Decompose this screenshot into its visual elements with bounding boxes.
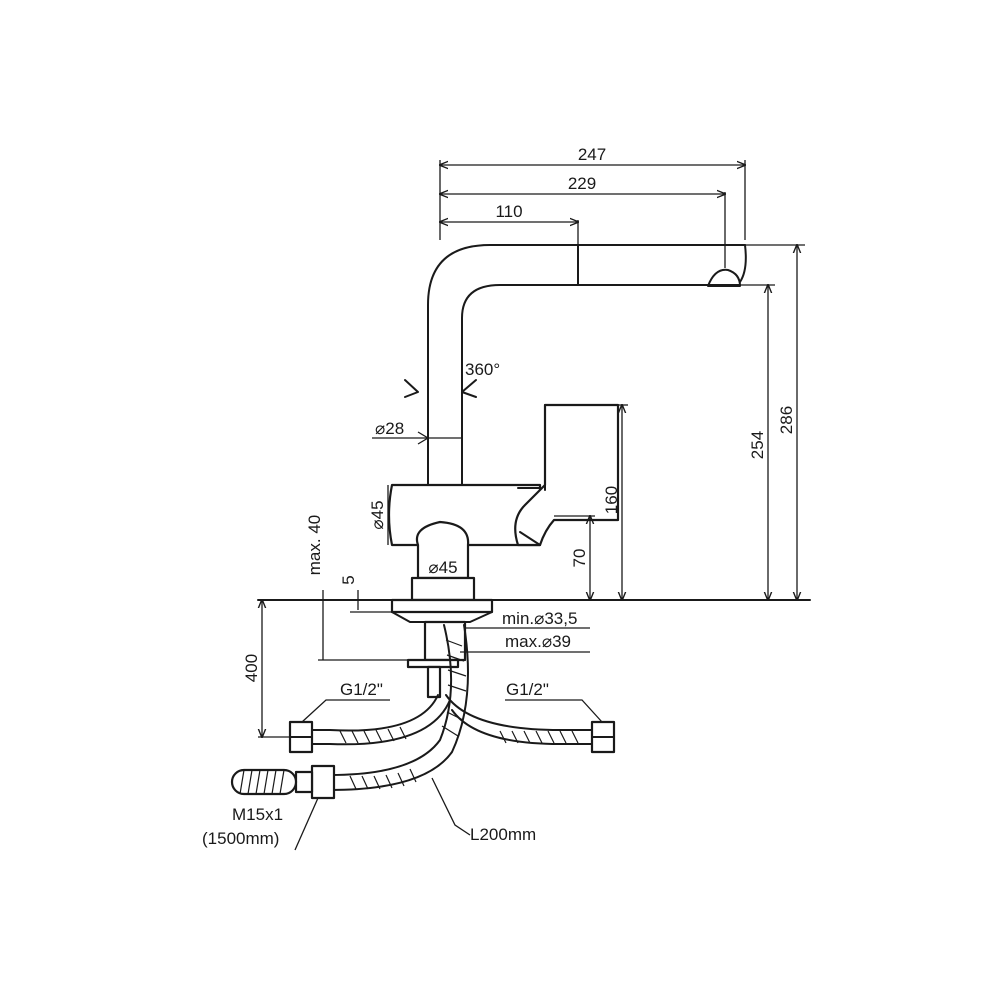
- label-254: 254: [748, 431, 767, 459]
- shower-hose-coil: [230, 768, 298, 796]
- left-hose-a: [311, 694, 439, 732]
- shower-hose-b: [329, 624, 469, 791]
- braid-hatching: [339, 639, 579, 790]
- label-160: 160: [602, 486, 621, 514]
- rotation-arrow-left: [404, 379, 419, 398]
- dimension-lines: [258, 160, 805, 851]
- shower-hose-a: [329, 624, 453, 776]
- label-l200mm: L200mm: [470, 825, 536, 844]
- label-45-body: ⌀45: [368, 500, 387, 529]
- right-hose-a: [445, 694, 593, 731]
- label-m15x1: M15x1: [232, 805, 283, 824]
- label-286: 286: [777, 406, 796, 434]
- shower-connector: [294, 770, 314, 794]
- g12-left-leader: [301, 699, 390, 723]
- l200-leader: [431, 777, 471, 836]
- faucet-outline: [257, 244, 811, 699]
- label-1500mm: (1500mm): [202, 829, 279, 848]
- label-70: 70: [570, 549, 589, 568]
- rotation-arrow-right: [461, 379, 477, 398]
- aerator: [707, 268, 741, 287]
- label-g12-right: G1/2": [506, 680, 549, 699]
- hoses: [230, 624, 616, 800]
- spout-left-edge: [427, 244, 746, 486]
- label-247: 247: [578, 145, 606, 164]
- label-400: 400: [242, 654, 261, 682]
- right-hose-b: [451, 709, 593, 745]
- label-g12-left: G1/2": [340, 680, 383, 699]
- label-max40: max. 40: [305, 515, 324, 575]
- spout-tip: [739, 244, 747, 283]
- base-flange: [390, 598, 494, 614]
- m15-leader: [294, 797, 319, 851]
- label-max-hole: max.⌀39: [505, 632, 571, 651]
- lever-handle: [514, 403, 620, 547]
- label-360: 360°: [465, 360, 500, 379]
- g12-right-leader: [505, 699, 603, 723]
- connection-labels: G1/2" G1/2" M15x1 (1500mm) L200mm: [202, 680, 549, 848]
- label-min-hole: min.⌀33,5: [502, 609, 577, 628]
- base-ring: [410, 576, 476, 602]
- dimension-labels: 247 229 110 286 254 160 70 360° ⌀28 ⌀45 …: [242, 145, 796, 682]
- label-110: 110: [495, 202, 522, 221]
- shower-nut: [310, 764, 336, 800]
- label-28: ⌀28: [375, 419, 404, 438]
- label-229: 229: [568, 174, 596, 193]
- body-neck: [415, 520, 470, 580]
- label-45-base: ⌀45: [428, 558, 457, 577]
- spout-right-edge: [461, 284, 711, 486]
- label-5: 5: [339, 575, 358, 584]
- shank-lower: [426, 665, 442, 699]
